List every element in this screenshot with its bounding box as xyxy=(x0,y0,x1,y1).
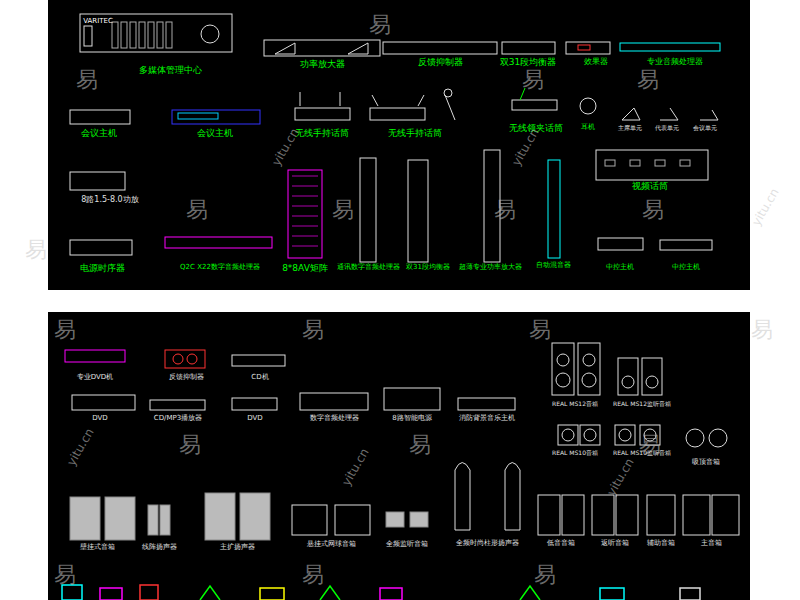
equipment-label: 会议主机 xyxy=(197,129,233,139)
equipment-label: 双31段均衡器 xyxy=(406,264,450,272)
watermark: 易 xyxy=(25,235,47,265)
watermark: 易 xyxy=(332,195,354,225)
watermark: 易 xyxy=(302,560,324,590)
watermark: 易 xyxy=(186,195,208,225)
equipment-label: 低音音箱 xyxy=(547,540,575,548)
equipment-label: 吸顶音箱 xyxy=(692,459,720,467)
equipment-label: 线阵扬声器 xyxy=(142,544,177,552)
equipment-label: 反馈抑制器 xyxy=(418,58,463,68)
panel xyxy=(48,0,750,290)
equipment-label: 8路1.5-8.0功放 xyxy=(81,196,138,205)
equipment-label: 会议单元 xyxy=(693,125,717,132)
equipment-label: 耳机 xyxy=(581,124,595,132)
equipment-label: 壁挂式音箱 xyxy=(80,544,115,552)
equipment-label: 中控主机 xyxy=(606,264,634,272)
equipment-label: VARITEC xyxy=(83,18,113,26)
equipment-label: 数字音频处理器 xyxy=(310,415,359,423)
watermark: yitu.cn xyxy=(64,426,97,468)
equipment-label: 8路智能电源 xyxy=(392,415,431,423)
watermark: 易 xyxy=(642,195,664,225)
equipment-label: DVD xyxy=(92,415,107,423)
equipment-label: 全频时尚柱形扬声器 xyxy=(456,540,519,548)
watermark: 易 xyxy=(179,430,201,460)
equipment-label: CD机 xyxy=(251,374,268,382)
equipment-label: 代表单元 xyxy=(655,125,679,132)
equipment-label: 专业DVD机 xyxy=(77,374,113,382)
equipment-label: 多媒体管理中心 xyxy=(139,66,202,76)
equipment-label: 通讯数字音频处理器 xyxy=(337,264,400,272)
watermark: 易 xyxy=(54,560,76,590)
equipment-label: 无线手持话筒 xyxy=(295,129,349,139)
watermark: 易 xyxy=(369,10,391,40)
equipment-label: 无线手持话筒 xyxy=(388,129,442,139)
watermark: 易 xyxy=(522,65,544,95)
watermark: 易 xyxy=(76,65,98,95)
equipment-label: 会议主机 xyxy=(81,129,117,139)
equipment-label: 无线领夹话筒 xyxy=(509,124,563,134)
equipment-label: 超薄专业功率放大器 xyxy=(459,264,522,272)
watermark: 易 xyxy=(534,560,556,590)
equipment-label: 自动混音器 xyxy=(536,262,571,270)
watermark: 易 xyxy=(302,315,324,345)
equipment-label: 效果器 xyxy=(584,58,608,67)
watermark: 易 xyxy=(409,430,431,460)
equipment-label: 专业音频处理器 xyxy=(647,58,703,67)
equipment-label: 8*8AV矩阵 xyxy=(282,264,328,274)
equipment-label: 电源时序器 xyxy=(80,264,125,274)
equipment-label: 返听音箱 xyxy=(601,540,629,548)
equipment-label: 视频话筒 xyxy=(632,182,668,192)
watermark: yitu.cn xyxy=(749,186,782,228)
equipment-label: 中控主机 xyxy=(672,264,700,272)
equipment-label: 反馈抑制器 xyxy=(169,374,204,382)
equipment-label: 主音箱 xyxy=(701,540,722,548)
equipment-label: Q2C X22数字音频处理器 xyxy=(180,264,260,272)
watermark: 易 xyxy=(494,195,516,225)
equipment-label: REAL MS12监听音箱 xyxy=(613,401,671,408)
watermark: 易 xyxy=(637,65,659,95)
equipment-label: 双31段均衡器 xyxy=(500,58,556,68)
equipment-label: 主扩扬声器 xyxy=(220,544,255,552)
equipment-label: 主席单元 xyxy=(618,125,642,132)
watermark: yitu.cn xyxy=(604,456,637,498)
equipment-label: REAL MS10监听音箱 xyxy=(613,450,671,457)
equipment-label: 消防背景音乐主机 xyxy=(459,415,515,423)
equipment-label: 全频监听音箱 xyxy=(386,541,428,549)
equipment-label: 功率放大器 xyxy=(300,60,345,70)
watermark: yitu.cn xyxy=(339,446,372,488)
watermark: 易 xyxy=(751,315,773,345)
equipment-label: 辅助音箱 xyxy=(647,540,675,548)
panel xyxy=(48,312,750,600)
equipment-label: DVD xyxy=(247,415,262,423)
equipment-label: CD/MP3播放器 xyxy=(154,415,202,423)
equipment-label: REAL MS12音箱 xyxy=(552,401,598,408)
watermark: 易 xyxy=(529,315,551,345)
equipment-label: REAL MS10音箱 xyxy=(552,450,598,457)
watermark: 易 xyxy=(54,315,76,345)
equipment-label: 悬挂式网球音箱 xyxy=(307,541,356,549)
